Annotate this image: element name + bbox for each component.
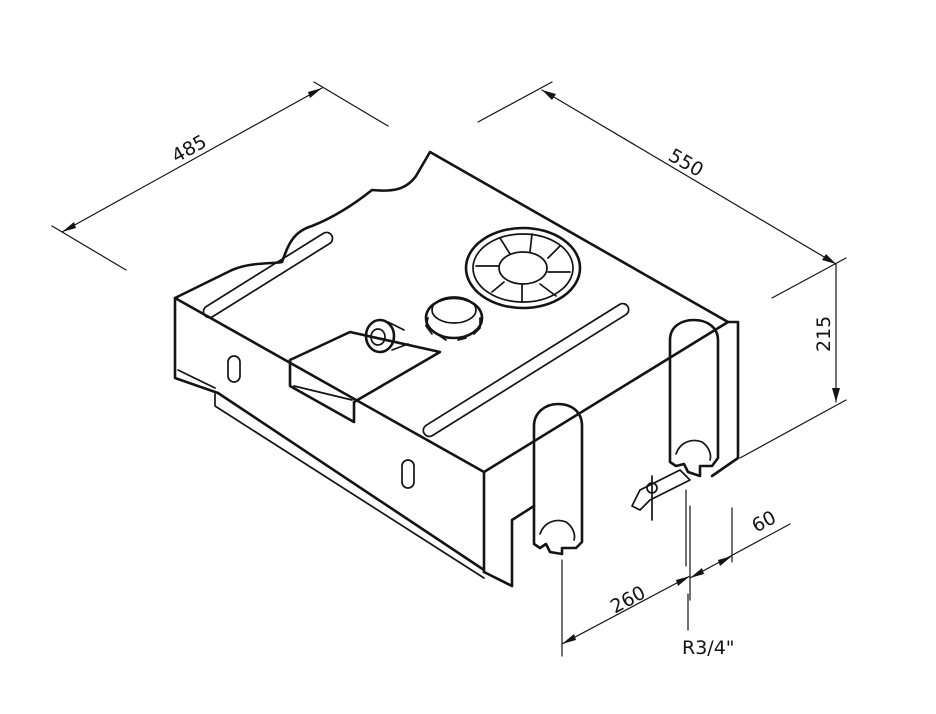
dimension-lines (51, 81, 847, 657)
recess-outline (288, 330, 442, 424)
lid-ring (472, 233, 574, 303)
dim-line-550 (541, 89, 837, 265)
arrow-215 (832, 388, 840, 402)
cap-top (431, 296, 477, 324)
tank-front-left-face (173, 296, 486, 572)
leg-front-left-foot (539, 519, 576, 541)
filler-neck-bore (370, 328, 386, 346)
tank-front-right-face (482, 504, 536, 588)
top-slot-lower (422, 302, 630, 438)
filler-neck (364, 318, 396, 354)
recess-inner (293, 385, 353, 401)
label-thread: R3/4" (682, 637, 735, 659)
label-215: 215 (813, 316, 835, 352)
lid-spokes (475, 233, 571, 303)
leg-right (668, 318, 720, 478)
ext-215-bottom (739, 399, 847, 459)
dim-line-485 (61, 87, 323, 233)
lid-outer (464, 226, 582, 310)
handle-slot-front (401, 459, 415, 489)
lid-hub (498, 251, 548, 285)
tank-bottom-step (214, 393, 485, 579)
handle-slot-left (227, 355, 241, 383)
filler-recess (288, 318, 442, 424)
outlet-body (631, 469, 691, 511)
top-slot-upper (202, 231, 334, 319)
dim-line-60 (689, 523, 791, 579)
ext-550-left (477, 81, 553, 123)
tank-top-outline (173, 150, 730, 474)
tank-left-face-edge (177, 369, 216, 389)
leg-front-left (532, 402, 584, 556)
label-550: 550 (665, 144, 707, 181)
ext-485-left (51, 225, 127, 271)
cap-outer (424, 296, 484, 340)
cap-grip (425, 317, 481, 341)
label-60: 60 (748, 507, 780, 538)
arrows-60 (690, 556, 732, 578)
screw-cap (424, 296, 484, 341)
tank-body (173, 150, 740, 588)
label-260: 260 (607, 582, 649, 618)
leg-right-foot (675, 439, 712, 461)
tank-right-end (710, 320, 740, 478)
outlet-fitting (631, 469, 691, 521)
inspection-lid (464, 226, 582, 310)
ext-550-right (771, 257, 847, 299)
filler-neck-body (387, 321, 409, 351)
tank-legs (532, 318, 720, 556)
ext-485-right (313, 81, 389, 127)
tank-handles (202, 231, 630, 489)
arrows-260 (562, 576, 690, 644)
dim-line-260 (561, 575, 691, 645)
